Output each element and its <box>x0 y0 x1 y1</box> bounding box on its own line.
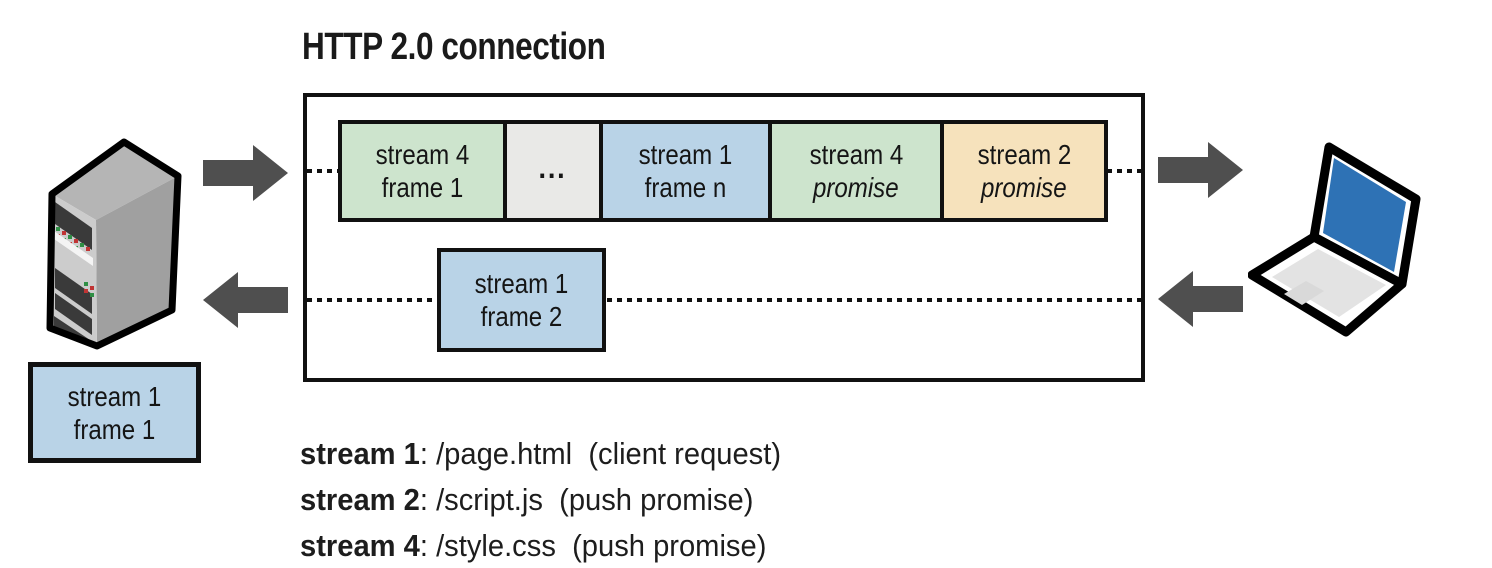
frame-label: stream 1 <box>67 380 162 412</box>
server-slot <box>55 202 92 250</box>
legend-row-stream4: stream 4: /style.css (push promise) <box>300 523 781 568</box>
frame-label-promise: promise <box>981 172 1067 203</box>
server-outline <box>46 138 182 350</box>
server-to-connection-arrow <box>203 145 288 201</box>
server-stripe <box>54 231 93 266</box>
frame-stream4-promise: stream 4 promise <box>768 120 944 222</box>
legend-stream-label: stream 1 <box>300 436 420 471</box>
legend-stream-detail: : /style.css (push promise) <box>419 528 767 563</box>
diagram-title-text: HTTP 2.0 connection <box>302 26 606 68</box>
frame-label: frame n <box>644 172 727 203</box>
frame-label: frame 1 <box>381 172 464 203</box>
laptop-trackpad <box>1284 281 1324 305</box>
laptop-screen <box>1323 158 1406 272</box>
server-icon <box>46 138 182 350</box>
frame-stream4-frame1: stream 4 frame 1 <box>338 120 507 222</box>
frame-stream2-promise: stream 2 promise <box>940 120 1108 222</box>
response-stream-dotted-line <box>307 298 1141 302</box>
connection-to-server-arrow <box>203 272 288 328</box>
frame-stream1-frame2: stream 1 frame 2 <box>437 248 606 352</box>
connection-to-client-arrow <box>1158 142 1243 198</box>
client-to-connection-arrow <box>1158 271 1243 327</box>
laptop-keyboard <box>1272 249 1386 317</box>
frame-label: stream 1 <box>638 139 733 170</box>
frame-label: frame 1 <box>73 413 156 445</box>
server-top-face <box>52 142 178 220</box>
frame-label: stream 4 <box>809 139 903 170</box>
frame-stream1-frame1: stream 1 frame 1 <box>28 362 201 463</box>
legend-stream-detail: : /page.html (client request) <box>419 436 782 471</box>
laptop-icon <box>1248 142 1421 337</box>
frame-label-promise: promise <box>813 172 899 203</box>
frame-label: stream 2 <box>977 139 1071 170</box>
legend-row-stream2: stream 2: /script.js (push promise) <box>300 477 781 523</box>
legend-stream-label: stream 2 <box>300 482 420 517</box>
server-slot <box>55 293 92 335</box>
stream-legend: stream 1: /page.html (client request) st… <box>300 431 812 568</box>
http2-connection-box <box>303 93 1145 382</box>
ellipsis-label: ... <box>539 151 567 185</box>
frame-label: stream 1 <box>474 268 569 299</box>
server-slot <box>55 268 92 314</box>
frame-label: stream 4 <box>375 139 470 170</box>
server-leds <box>84 282 94 297</box>
legend-row-stream1: stream 1: /page.html (client request) <box>300 431 781 477</box>
frame-stream1-framen: stream 1 frame n <box>599 120 772 222</box>
frame-label: frame 2 <box>480 301 563 332</box>
legend-stream-label: stream 4 <box>300 528 420 563</box>
diagram-title: HTTP 2.0 connection <box>302 26 668 69</box>
legend-stream-detail: : /script.js (push promise) <box>419 482 754 517</box>
server-side-face <box>96 176 178 346</box>
frame-ellipsis: ... <box>503 120 603 222</box>
